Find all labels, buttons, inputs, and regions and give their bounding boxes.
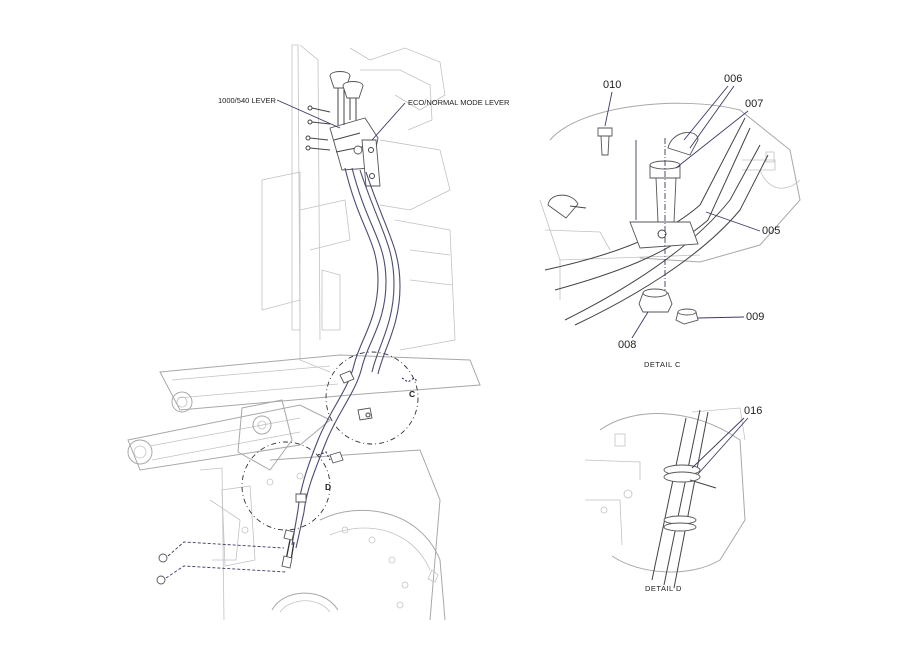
part-006: 006: [724, 73, 742, 85]
lever-labels: 1000/540 LEVER ECO/NORMAL MODE LEVER: [218, 96, 510, 141]
detail-c-caption: DETAIL C: [644, 360, 681, 369]
label-eco-normal-lever: ECO/NORMAL MODE LEVER: [408, 98, 510, 107]
detail-d-letter: D: [325, 482, 331, 492]
lever-assembly: [305, 71, 381, 187]
detail-c-leaders: 010 006 007 005 008 009 DETAIL C: [603, 73, 780, 369]
part-007: 007: [745, 98, 763, 110]
detail-d-drawing: [584, 407, 746, 589]
detail-c-letter: C: [409, 389, 415, 399]
part-005: 005: [762, 225, 780, 237]
part-016: 016: [744, 405, 762, 417]
part-008: 008: [618, 339, 636, 351]
detail-d-leaders: 016 DETAIL D: [645, 405, 762, 593]
label-1000-540-lever: 1000/540 LEVER: [218, 96, 277, 105]
part-010: 010: [603, 79, 621, 91]
detail-c-callout: C: [325, 351, 419, 445]
detail-c-drawing: [539, 102, 801, 326]
detail-d-callout: D: [241, 441, 331, 531]
detail-d-caption: DETAIL D: [645, 584, 682, 593]
cables: [156, 167, 401, 585]
tractor-frame: [127, 44, 481, 621]
part-009: 009: [746, 311, 764, 323]
